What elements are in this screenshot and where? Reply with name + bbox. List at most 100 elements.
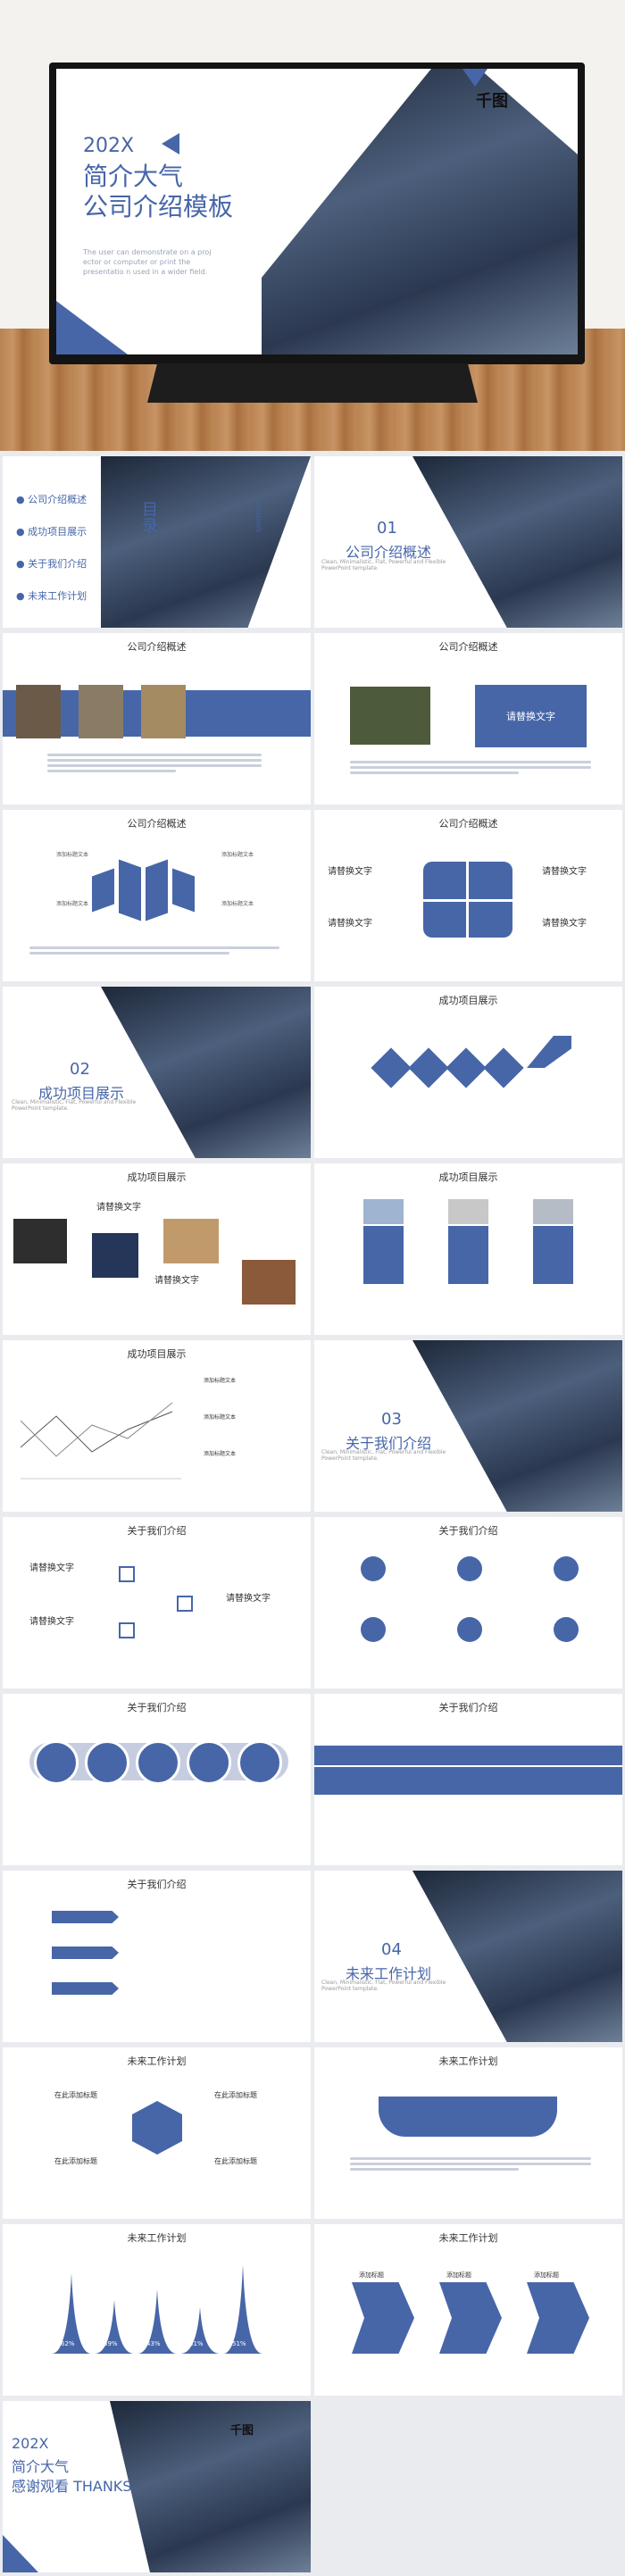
slide-section-04: 04 未来工作计划 Clean, Minimalistic, Flat, Pow… [314, 1871, 622, 2042]
slide-projects-3: 成功项目展示 [314, 1163, 622, 1335]
circle-icon [187, 1740, 231, 1785]
blue-card [448, 1226, 488, 1284]
slide-title: 公司介绍概述 [127, 818, 187, 829]
slide-overview-3: 公司介绍概述 添加标题文本 添加标题文本 添加标题文本 添加标题文本 [3, 810, 311, 981]
slide-projects-1: 成功项目展示 [314, 987, 622, 1158]
slide-title: 公司介绍概述 [438, 818, 498, 829]
section-photo [412, 456, 622, 628]
pct-label: 62% [61, 2340, 75, 2347]
slide-title: 成功项目展示 [438, 995, 498, 1006]
series-line [21, 1411, 173, 1453]
pct-label: 43% [146, 2340, 161, 2347]
slide-section-02: 02 成功项目展示 Clean, Minimalistic, Flat, Pow… [3, 987, 311, 1158]
legend-item: 添加标题文本 [204, 1451, 237, 1457]
slide-thanks: 千图 202X 简介大气 感谢观看 THANKS [3, 2401, 311, 2572]
peak-chart [52, 2264, 262, 2354]
slide-title: 公司介绍概述 [438, 641, 498, 653]
section-photo [412, 1871, 622, 2042]
slide-title: 成功项目展示 [127, 1171, 187, 1183]
photo [16, 685, 61, 738]
section-sub: Clean, Minimalistic, Flat, Powerful and … [321, 559, 446, 571]
slide-title: 公司介绍概述 [127, 641, 187, 653]
slide-title: 关于我们介绍 [127, 1525, 187, 1537]
pct-label: 39% [104, 2340, 118, 2347]
section-title: 公司介绍概述 [346, 544, 432, 561]
toc-item[interactable]: ● 关于我们介绍 [16, 558, 88, 570]
tag [52, 1982, 119, 1995]
section-title: 成功项目展示 [38, 1085, 125, 1102]
section-num: 03 [381, 1410, 402, 1429]
blue-band [314, 1746, 622, 1795]
hero-title-2: 公司介绍模板 [83, 192, 234, 221]
section-sub: Clean, Minimalistic, Flat, Powerful and … [12, 1099, 137, 1112]
ribbon-part [119, 859, 141, 921]
circle-icon [85, 1740, 129, 1785]
toc-label-en: CONTENTS [254, 503, 261, 532]
text-lines [350, 2155, 591, 2173]
circle-icon [136, 1740, 180, 1785]
section-photo [101, 987, 311, 1158]
label: 请替换文字 [328, 867, 372, 877]
slide-toc: 目录 CONTENTS ● 公司介绍概述 ● 成功项目展示 ● 关于我们介绍 ●… [3, 456, 311, 628]
label: 添加标题 [446, 2272, 471, 2279]
circle-icon [34, 1740, 79, 1785]
monitor-stand [147, 363, 478, 403]
label: 在此添加标题 [54, 2091, 97, 2099]
arrow-icon [527, 1036, 571, 1068]
divider [314, 1765, 622, 1767]
slide-title: 关于我们介绍 [438, 1702, 498, 1713]
end-title-2: 感谢观看 THANKS [12, 2478, 132, 2495]
label: 添加标题文本 [56, 852, 89, 858]
calendar-icon [119, 1622, 135, 1638]
label: 添加标题 [359, 2272, 384, 2279]
photo [79, 685, 123, 738]
slide-title: 未来工作计划 [127, 2232, 187, 2244]
hexagon [132, 2101, 182, 2155]
text-lines [350, 758, 591, 777]
label: 请替换文字 [154, 1276, 199, 1286]
photo [350, 687, 430, 745]
blue-triangle [3, 2535, 38, 2572]
photo [363, 1199, 404, 1224]
tag [52, 1911, 119, 1923]
photo [242, 1260, 296, 1305]
label: 添加标题文本 [221, 852, 254, 858]
slide-projects-2: 成功项目展示 请替换文字 请替换文字 [3, 1163, 311, 1335]
slide-plan-4: 未来工作计划 添加标题 添加标题 添加标题 [314, 2224, 622, 2396]
slide-overview-2: 公司介绍概述 请替换文字 [314, 633, 622, 804]
ribbon [92, 859, 208, 921]
ribbon-part [146, 859, 168, 921]
tag [52, 1947, 119, 1959]
toc-item[interactable]: ● 成功项目展示 [16, 526, 88, 538]
peak [52, 2273, 91, 2354]
section-title: 关于我们介绍 [346, 1435, 432, 1452]
peak [180, 2307, 220, 2354]
label: 添加标题文本 [221, 901, 254, 907]
slide-about-4: 关于我们介绍 [314, 1694, 622, 1865]
photo [13, 1219, 67, 1263]
slide-projects-4: 成功项目展示 添加标题文本 添加标题文本 添加标题文本 [3, 1340, 311, 1512]
slide-title: 成功项目展示 [127, 1348, 187, 1360]
slide-plan-2: 未来工作计划 [314, 2047, 622, 2219]
end-title-1: 简介大气 [12, 2458, 70, 2475]
diamond [408, 1047, 449, 1088]
section-photo [412, 1340, 622, 1512]
pct-label: 51% [232, 2340, 246, 2347]
circle-icon [361, 1617, 386, 1642]
label: 在此添加标题 [214, 2091, 257, 2099]
toc-item[interactable]: ● 未来工作计划 [16, 590, 88, 602]
end-year: 202X [12, 2435, 49, 2452]
toc-item-label: 未来工作计划 [28, 590, 88, 602]
diamond [371, 1047, 412, 1088]
blue-card [533, 1226, 573, 1284]
hero-body: The user can demonstrate on a proj ector… [83, 248, 212, 277]
slide-overview-4: 公司介绍概述 请替换文字 请替换文字 请替换文字 请替换文字 [314, 810, 622, 981]
section-num: 02 [70, 1060, 90, 1079]
toc-item[interactable]: ● 公司介绍概述 [16, 494, 88, 505]
pct-label: 31% [189, 2340, 204, 2347]
hero-year: 202X [83, 135, 135, 157]
toc-item-label: 公司介绍概述 [28, 494, 88, 505]
slide-about-2: 关于我们介绍 [314, 1517, 622, 1688]
monitor-icon [177, 1596, 193, 1612]
label: 请替换文字 [226, 1594, 271, 1604]
